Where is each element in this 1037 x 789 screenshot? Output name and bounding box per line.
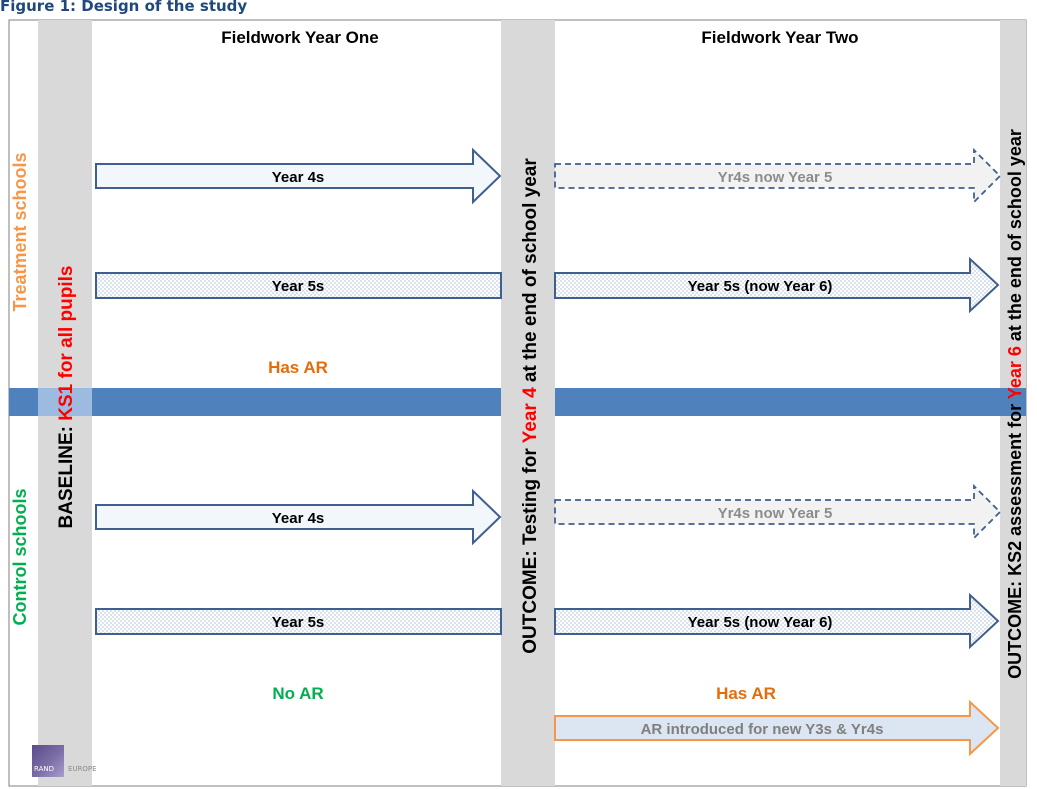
- treatment-year4-label: Year 4s: [272, 169, 325, 186]
- control-schools-label: Control schools: [10, 488, 30, 625]
- control-year4-label: Year 4s: [272, 510, 325, 527]
- header-fieldwork-year-two: Fieldwork Year Two: [701, 28, 858, 47]
- control-has-ar-label: Has AR: [716, 684, 776, 703]
- control-year4-next-arrow: [554, 483, 1002, 541]
- divider-outcome-gap: [501, 388, 555, 416]
- treatment-year4-next-arrow: [554, 147, 1002, 205]
- outcome-year4-label: OUTCOME: Testing for Year 4 at the end o…: [520, 158, 541, 654]
- control-year5-next-label: Year 5s (now Year 6): [688, 614, 833, 631]
- control-year4-next-label: Yr4s now Year 5: [718, 505, 833, 522]
- control-year5-bar: [95, 608, 502, 635]
- control-no-ar-label: No AR: [272, 684, 323, 703]
- treatment-year5-next-label: Year 5s (now Year 6): [688, 278, 833, 295]
- divider-baseline-overlap: [38, 388, 92, 416]
- outcome-year6-label: OUTCOME: KS2 assessment for Year 6 at th…: [1005, 129, 1025, 679]
- treatment-year4-next-label: Yr4s now Year 5: [718, 169, 833, 186]
- rand-logo-text: RAND: [34, 765, 54, 773]
- rand-logo-icon: [32, 745, 64, 777]
- baseline-label: BASELINE: KS1 for all pupils: [56, 266, 77, 529]
- treatment-year5-bar: [95, 272, 502, 299]
- control-year4-arrow: [95, 488, 502, 546]
- control-year5-label: Year 5s: [272, 614, 325, 631]
- treatment-year4-arrow: [95, 147, 502, 205]
- treatment-year5-label: Year 5s: [272, 278, 325, 295]
- control-year5-next-arrow: [554, 592, 1000, 650]
- treatment-year5-next-arrow: [554, 256, 1000, 314]
- figure-caption: Figure 1: Design of the study: [0, 0, 248, 15]
- treatment-has-ar-label: Has AR: [268, 358, 328, 377]
- header-fieldwork-year-one: Fieldwork Year One: [221, 28, 378, 47]
- ar-introduced-arrow: [554, 699, 1000, 757]
- treatment-schools-label: Treatment schools: [10, 152, 30, 311]
- ar-introduced-label: AR introduced for new Y3s & Yr4s: [641, 721, 884, 738]
- rand-europe-text: EUROPE: [68, 765, 97, 773]
